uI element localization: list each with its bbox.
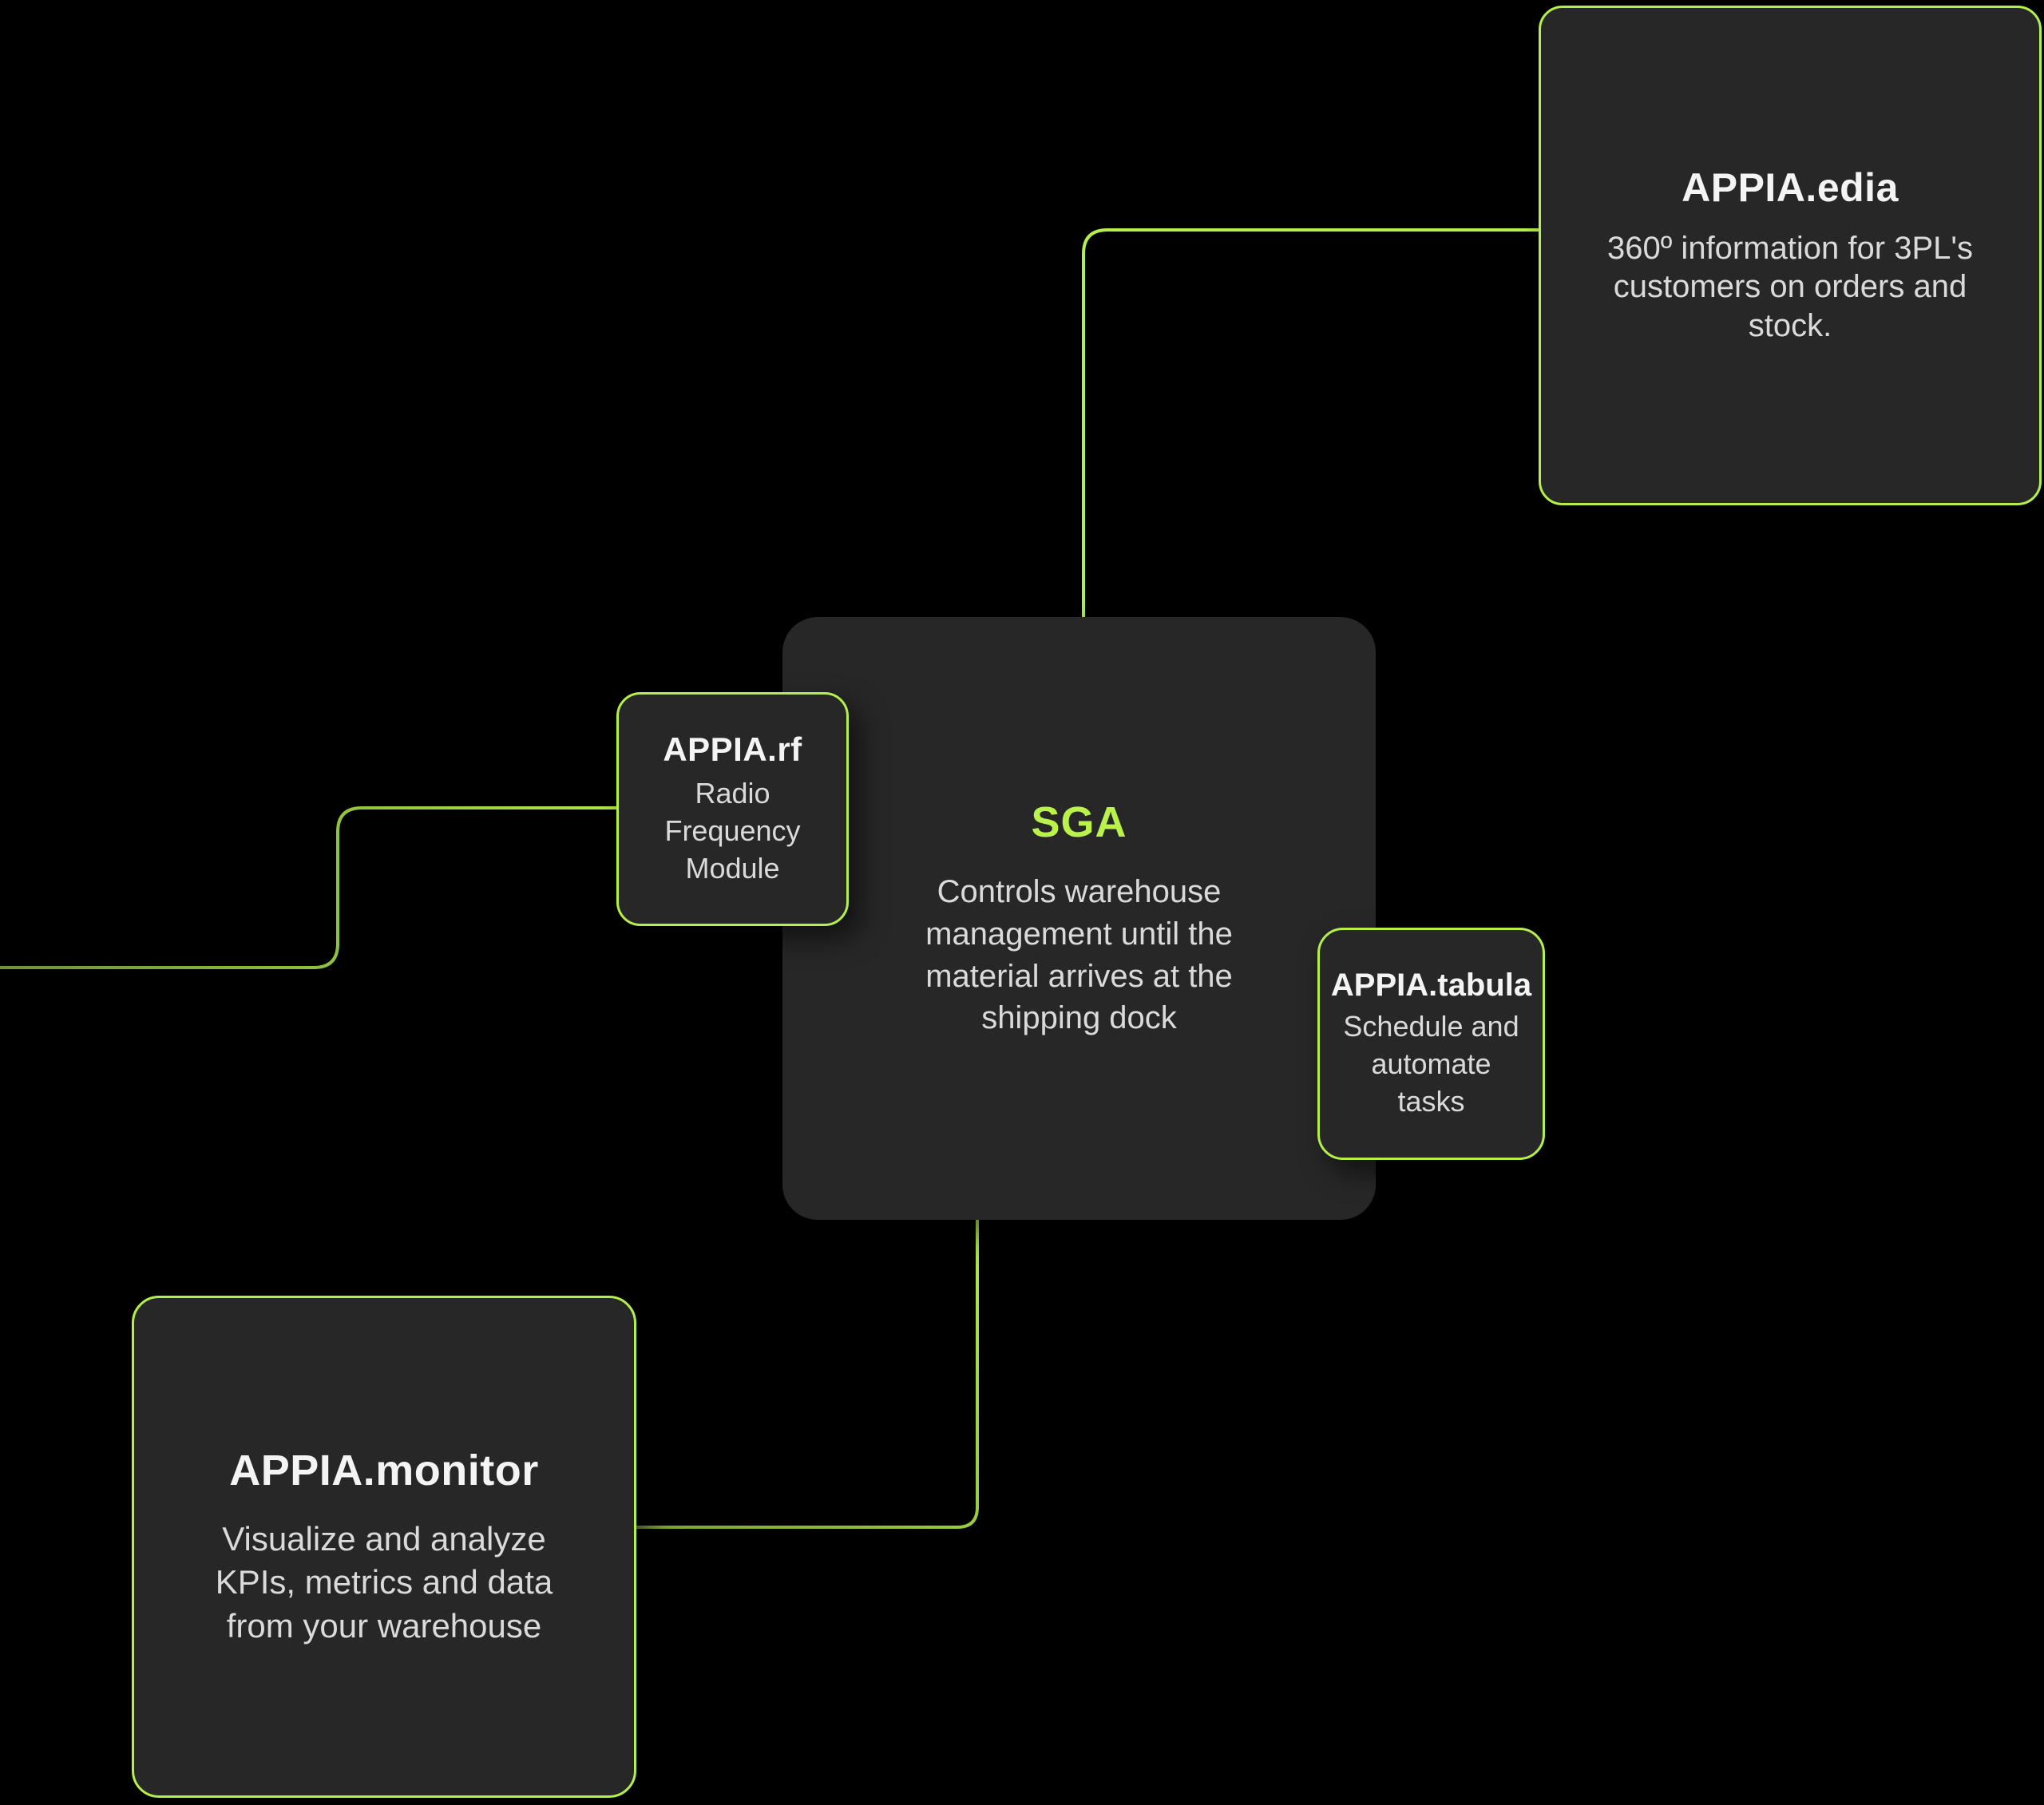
sga-description: Controls warehouse management until the … xyxy=(925,873,1233,1036)
sga-node: SGA Controls warehouse management until … xyxy=(782,617,1376,1220)
appia-tabula-title: APPIA.tabula xyxy=(1330,968,1532,1003)
appia-monitor-node: APPIA.monitor Visualize and analyze KPIs… xyxy=(132,1296,636,1798)
sga-title: SGA xyxy=(1031,798,1127,846)
appia-edia-node: APPIA.edia 360º information for 3PL's cu… xyxy=(1539,6,2042,505)
appia-rf-description: Radio Frequency Module xyxy=(664,777,801,885)
appia-monitor-title: APPIA.monitor xyxy=(229,1446,539,1494)
appia-rf-node: APPIA.rf Radio Frequency Module xyxy=(616,692,849,926)
connector-sga-to-edia xyxy=(1082,228,1539,617)
appia-tabula-node: APPIA.tabula Schedule and automate tasks xyxy=(1317,928,1545,1160)
appia-monitor-description: Visualize and analyze KPIs, metrics and … xyxy=(215,1519,553,1645)
appia-edia-title: APPIA.edia xyxy=(1682,165,1899,211)
connector-left-to-rf xyxy=(0,806,616,969)
appia-edia-description: 360º information for 3PL's customers on … xyxy=(1606,230,1974,344)
appia-rf-title: APPIA.rf xyxy=(663,730,802,769)
appia-tabula-description: Schedule and automate tasks xyxy=(1343,1010,1519,1118)
connector-sga-to-monitor xyxy=(636,1220,979,1529)
